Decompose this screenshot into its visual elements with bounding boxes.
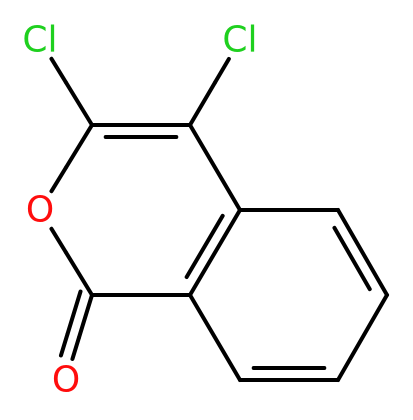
bond-a1-a3-half-a bbox=[49, 56, 68, 85]
bond-a3-a5-half-a bbox=[64, 123, 94, 170]
bond-a10-a11-inner bbox=[332, 225, 372, 292]
bond-a6-a7-second-half-b bbox=[58, 331, 70, 358]
bond-a2-a4-half-a bbox=[213, 56, 231, 85]
atom-label-chlorine-3: Cl bbox=[22, 20, 57, 61]
bond-a5-a6-half-a bbox=[49, 226, 68, 255]
bond-a6-a7-second-half-a bbox=[65, 289, 83, 336]
atom-labels-layer: Cl Cl O O bbox=[22, 20, 257, 401]
bond-a9-a4 bbox=[188, 123, 242, 212]
bond-a2-a4-half-b bbox=[188, 80, 217, 127]
bond-a8-a9 bbox=[188, 208, 242, 297]
bond-a3-a5-half-b bbox=[49, 165, 68, 194]
bond-a6-a7-half-b bbox=[70, 335, 81, 361]
bond-a8-a9-inner bbox=[184, 213, 225, 280]
bond-a11-a12 bbox=[336, 293, 389, 382]
bond-a10-a11 bbox=[336, 208, 389, 297]
atom-label-carbonyl-oxygen: O bbox=[52, 360, 80, 401]
atom-label-ring-oxygen: O bbox=[26, 190, 54, 231]
bond-a5-a6-half-b bbox=[64, 250, 94, 297]
bond-a6-a7-half-a bbox=[77, 293, 94, 340]
bond-a13-a8 bbox=[188, 293, 242, 382]
bond-a1-a3-half-b bbox=[64, 80, 94, 127]
atom-label-chlorine-4: Cl bbox=[222, 20, 257, 61]
bonds-layer bbox=[49, 56, 389, 382]
